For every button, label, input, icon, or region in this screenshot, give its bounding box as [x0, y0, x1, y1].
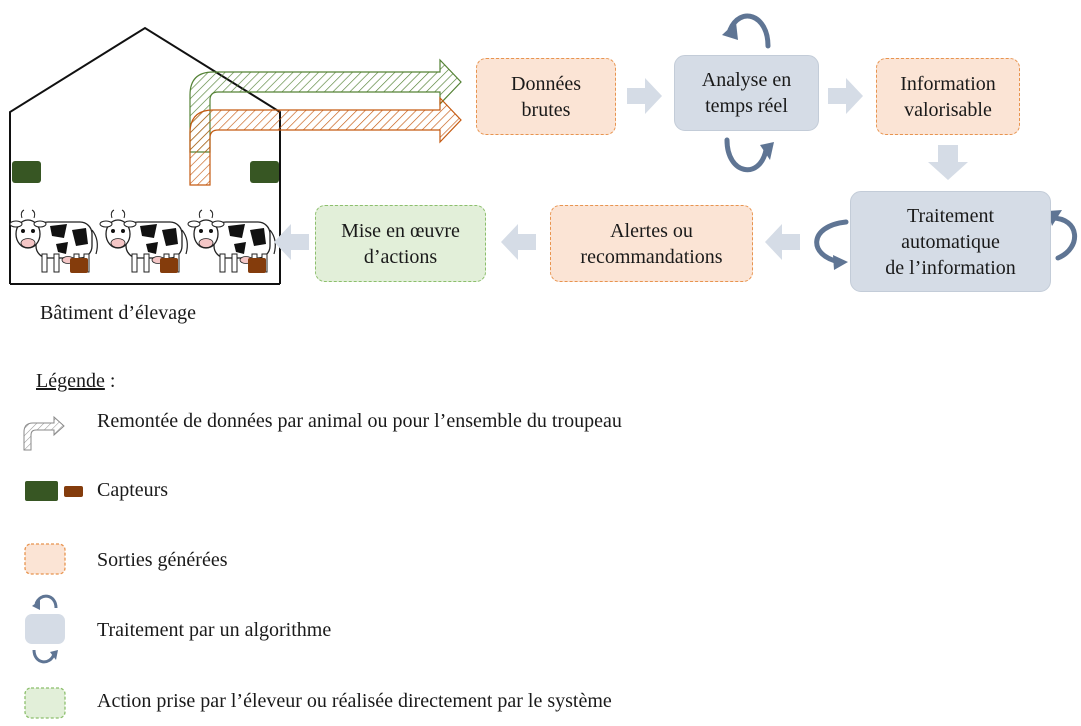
box-line: de l’information [885, 256, 1016, 279]
flow-arrow-left [765, 224, 800, 260]
flow-arrow-left [274, 224, 309, 260]
box-line: Information [900, 72, 996, 95]
box-donnees-brutes: Données brutes [476, 58, 616, 135]
box-line: brutes [521, 98, 571, 121]
cycle-arrow-left [814, 219, 849, 265]
barn [9, 26, 281, 285]
legend-output-swatch [24, 543, 66, 575]
box-line: Mise en œuvre [341, 219, 460, 242]
legend-hatched-arrow-icon [23, 415, 65, 451]
box-information-valorisable: Information valorisable [876, 58, 1020, 135]
cycle-arrow-heads [722, 22, 1062, 270]
sensor-green-left [12, 161, 41, 183]
flow-arrow-right [828, 78, 863, 114]
legend-cycle-arrow-bottom [32, 649, 56, 664]
cycle-arrow-top [727, 13, 771, 49]
legend-item-algorithm: Traitement par un algorithme [97, 619, 332, 641]
sensor-brown-collar [160, 258, 178, 273]
sensor-brown-collar [70, 258, 88, 273]
legend-sensor-green [25, 481, 58, 501]
legend-item-data-upload: Remontée de données par animal ou pour l… [97, 410, 622, 432]
legend-heading: Légende : [36, 370, 115, 393]
legend-action-swatch [24, 687, 66, 719]
box-line: Alertes ou [610, 219, 693, 242]
legend-item-sensors: Capteurs [97, 479, 169, 501]
data-arrow-green [189, 58, 462, 153]
barn-outline [9, 26, 281, 284]
legend-symbols [23, 415, 83, 719]
sensor-brown-collar [248, 258, 266, 273]
legend-colon: : [104, 370, 116, 392]
data-arrow-brown [189, 96, 462, 186]
cycle-arrow-right [1049, 215, 1077, 261]
box-line: valorisable [904, 98, 992, 121]
cycle-arrow-bottom [724, 137, 769, 173]
box-analyse-temps-reel: Analyse en temps réel [674, 55, 819, 131]
box-line: temps réel [705, 95, 788, 117]
box-line: Traitement [906, 204, 995, 227]
flow-arrows [274, 78, 968, 260]
cycle-arrows [724, 13, 1077, 265]
box-line: automatique [901, 230, 1000, 253]
legend-algorithm-swatch [25, 614, 65, 644]
building-label: Bâtiment d’élevage [40, 302, 197, 324]
legend-item-action: Action prise par l’éleveur ou réalisée d… [97, 690, 612, 712]
box-line: d’actions [363, 245, 438, 268]
box-line: recommandations [580, 245, 723, 268]
legend-cycle-arrow-top [34, 594, 58, 609]
legend-item-outputs: Sorties générées [97, 549, 228, 571]
box-line: Analyse en [701, 69, 792, 91]
legend-sensor-brown [64, 486, 83, 497]
box-mise-en-oeuvre-actions: Mise en œuvre d’actions [315, 205, 486, 282]
box-alertes-recommandations: Alertes ou recommandations [550, 205, 753, 282]
flow-arrow-right [627, 78, 662, 114]
legend-title: Légende [36, 370, 105, 392]
flow-arrow-down [928, 145, 968, 180]
box-line: Données [511, 72, 581, 95]
flow-arrow-left [501, 224, 536, 260]
box-traitement-automatique: Traitement automatique de l’information [850, 191, 1051, 292]
sensor-green-right [250, 161, 279, 183]
